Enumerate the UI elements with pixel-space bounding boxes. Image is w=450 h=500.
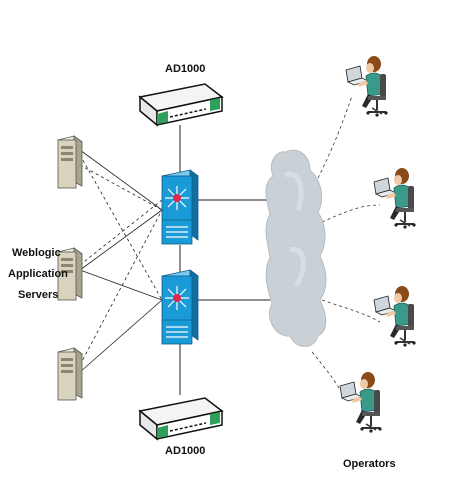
connection-lines [79,95,381,399]
operator-at-laptop-icon-4 [339,371,383,434]
ad1000-top-label: AD1000 [165,63,206,75]
operator-at-laptop-icon-1 [345,55,389,118]
ad1000-top-appliance [138,83,224,127]
servers-label-line2: Application [8,268,68,280]
multilayer-switch-top [161,169,199,245]
server-tower-3 [57,347,83,401]
server-tower-2 [57,247,83,301]
network-cloud-icon [265,149,327,347]
operators-label: Operators [343,458,396,470]
ad1000-bottom-label: AD1000 [165,445,206,457]
server-tower-1 [57,135,83,189]
ad1000-bottom-appliance [138,397,224,441]
servers-label-line1: Weblogic [12,247,61,259]
operator-at-laptop-icon-2 [373,167,417,230]
servers-label-line3: Servers [18,289,59,301]
operator-at-laptop-icon-3 [373,285,417,348]
multilayer-switch-bottom [161,269,199,345]
